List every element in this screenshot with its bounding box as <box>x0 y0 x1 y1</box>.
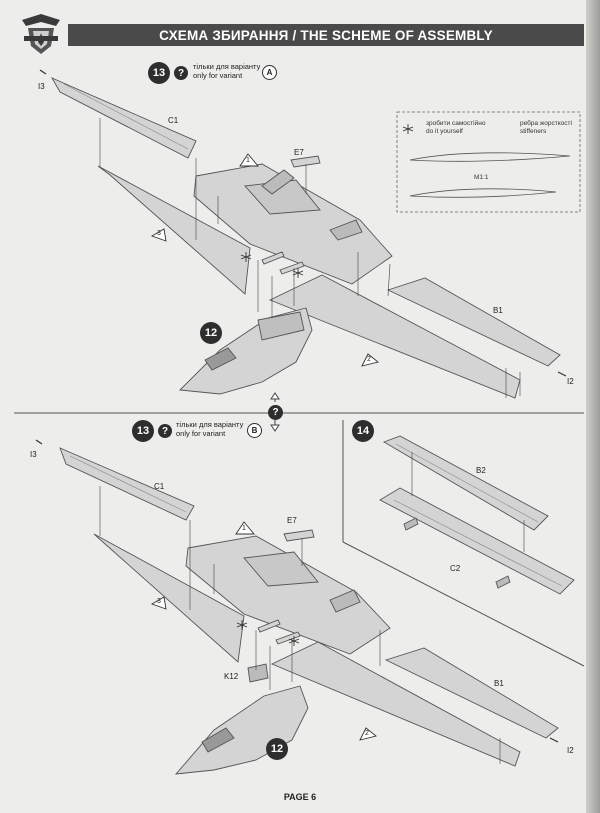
part-label-e7: E7 <box>287 516 297 525</box>
part-label-i3: I3 <box>30 450 37 459</box>
part-label-i3: I3 <box>38 82 45 91</box>
page-binding-edge <box>586 0 600 813</box>
page-number: PAGE 6 <box>283 792 317 802</box>
triangle-mark-3: 3 <box>157 230 161 237</box>
triangle-marks-bottom <box>150 521 377 741</box>
diy-note-ua: зробити самостійно <box>426 120 486 127</box>
step12-number-top: 12 <box>200 322 222 344</box>
step13a-variant-ua: тільки для варіанту <box>193 62 261 71</box>
stiffeners-ua: ребра жорсткості <box>520 120 572 127</box>
question-icon: ? <box>158 424 172 438</box>
step13a-variant-en: only for variant <box>193 70 243 80</box>
step13b-drawing <box>35 439 559 775</box>
step13a-drawing <box>39 69 567 399</box>
triangle-mark-2: 2 <box>367 356 371 363</box>
part-label-c1: C1 <box>154 482 165 491</box>
part-label-e7: E7 <box>294 148 304 157</box>
step13a-number: 13 <box>148 62 170 84</box>
scale-label: M1:1 <box>474 174 489 181</box>
part-label-i2: I2 <box>567 377 574 386</box>
triangle-mark-3: 3 <box>157 598 161 605</box>
part-label-i2: I2 <box>567 746 574 755</box>
brand-logo <box>22 14 60 54</box>
variant-a-badge: A <box>262 65 277 80</box>
part-label-c2: C2 <box>450 564 461 573</box>
variant-b-badge: B <box>247 423 262 438</box>
step13b-variant-ua: тільки для варіанту <box>176 420 244 429</box>
stiffeners-note: ребра жорсткості stiffeners <box>520 120 572 135</box>
step13a-variant-text: тільки для варіанту only for variant <box>193 62 261 80</box>
triangle-mark-2: 2 <box>365 730 369 737</box>
step14-number: 14 <box>352 420 374 442</box>
triangle-mark-1: 1 <box>246 157 250 164</box>
step13b-variant-text: тільки для варіанту only for variant <box>176 420 244 438</box>
part-label-k12: K12 <box>224 672 239 681</box>
stiffeners-en: stiffeners <box>520 127 547 135</box>
stiffener-detail-box <box>396 111 581 213</box>
triangle-marks-top <box>150 153 379 367</box>
step14-drawing <box>379 435 575 595</box>
question-icon: ? <box>174 66 188 80</box>
diy-note-en: do it yourself <box>426 127 463 135</box>
choice-question-icon: ? <box>268 405 283 420</box>
part-label-c1: C1 <box>168 116 179 125</box>
part-label-b2: B2 <box>476 466 486 475</box>
diy-star-markers <box>236 124 414 646</box>
triangle-mark-1: 1 <box>242 525 246 532</box>
diy-note: зробити самостійно do it yourself <box>426 120 485 135</box>
page-title: СХЕМА ЗБИРАННЯ / THE SCHEME OF ASSEMBLY <box>68 24 584 46</box>
step13b-number: 13 <box>132 420 154 442</box>
part-label-b1: B1 <box>494 679 504 688</box>
step13b-variant-en: only for variant <box>176 428 226 438</box>
part-label-b1: B1 <box>493 306 503 315</box>
step12-number-bottom: 12 <box>266 738 288 760</box>
